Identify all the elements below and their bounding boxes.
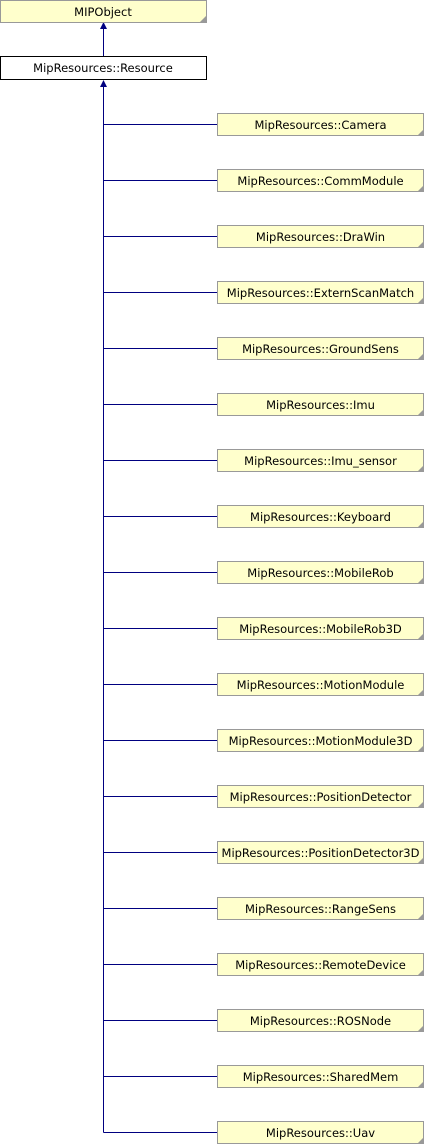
node-remotedevice-label: MipResources::RemoteDevice [235,958,406,972]
node-mipobject-box [0,0,207,23]
inheritance-edges [100,22,218,1133]
node-mobilerob-label: MipResources::MobileRob [247,566,393,580]
node-mobilerob3d-corner [417,633,424,640]
node-uav-corner [417,1137,424,1144]
node-camera-corner [417,129,424,136]
node-uav[interactable]: MipResources::Uav [217,1121,424,1144]
node-mobilerob[interactable]: MipResources::MobileRob [217,561,424,584]
node-motionmodule3d-corner [417,745,424,752]
node-rangesens[interactable]: MipResources::RangeSens [217,897,424,920]
node-uav-label: MipResources::Uav [266,1126,375,1140]
node-commmodule-label: MipResources::CommModule [237,174,403,188]
node-imu-sensor-corner [417,465,424,472]
node-motionmodule-corner [417,689,424,696]
node-externscanmatch-corner [417,297,424,304]
node-sharedmem-corner [417,1081,424,1088]
node-rosnode-corner [417,1025,424,1032]
node-imu[interactable]: MipResources::Imu [217,393,424,416]
node-positiondetector-corner [417,801,424,808]
derived-nodes: MipResources::CameraMipResources::CommMo… [217,113,424,1144]
node-drawin[interactable]: MipResources::DraWin [217,225,424,248]
node-keyboard[interactable]: MipResources::Keyboard [217,505,424,528]
node-imu-sensor[interactable]: MipResources::Imu_sensor [217,449,424,472]
node-groundsens-corner [417,353,424,360]
node-motionmodule3d[interactable]: MipResources::MotionModule3D [217,729,424,752]
node-motionmodule[interactable]: MipResources::MotionModule [217,673,424,696]
node-positiondetector[interactable]: MipResources::PositionDetector [217,785,424,808]
node-imu-corner [417,409,424,416]
node-positiondetector-label: MipResources::PositionDetector [230,790,412,804]
node-mipobject[interactable]: MIPObject [0,0,207,23]
node-remotedevice[interactable]: MipResources::RemoteDevice [217,953,424,976]
node-mobilerob3d-label: MipResources::MobileRob3D [239,622,402,636]
node-externscanmatch[interactable]: MipResources::ExternScanMatch [217,281,424,304]
node-imu-label: MipResources::Imu [266,398,375,412]
node-commmodule-corner [417,185,424,192]
node-imu-sensor-label: MipResources::Imu_sensor [244,454,397,468]
node-mobilerob-corner [417,577,424,584]
node-camera-label: MipResources::Camera [254,118,386,132]
node-mobilerob3d[interactable]: MipResources::MobileRob3D [217,617,424,640]
node-positiondetector3d[interactable]: MipResources::PositionDetector3D [217,841,424,864]
node-keyboard-label: MipResources::Keyboard [250,510,391,524]
node-positiondetector3d-corner [417,857,424,864]
node-drawin-corner [417,241,424,248]
arrowhead-resource [100,80,107,87]
node-motionmodule-label: MipResources::MotionModule [237,678,405,692]
node-keyboard-corner [417,521,424,528]
node-remotedevice-corner [417,969,424,976]
node-rosnode-label: MipResources::ROSNode [250,1014,391,1028]
node-resource-box [0,56,207,80]
node-drawin-label: MipResources::DraWin [256,230,385,244]
arrowhead-mipobject [100,22,107,29]
node-groundsens[interactable]: MipResources::GroundSens [217,337,424,360]
node-positiondetector3d-label: MipResources::PositionDetector3D [222,846,420,860]
node-resource-label: MipResources::Resource [33,61,173,75]
node-mipobject-corner [200,16,206,22]
node-mipobject-label: MIPObject [74,5,132,19]
node-sharedmem[interactable]: MipResources::SharedMem [217,1065,424,1088]
node-externscanmatch-label: MipResources::ExternScanMatch [227,286,414,300]
node-groundsens-label: MipResources::GroundSens [242,342,399,356]
node-rangesens-label: MipResources::RangeSens [245,902,396,916]
node-resource[interactable]: MipResources::Resource [0,56,207,80]
node-commmodule[interactable]: MipResources::CommModule [217,169,424,192]
node-rangesens-corner [417,913,424,920]
node-sharedmem-label: MipResources::SharedMem [243,1070,399,1084]
node-camera[interactable]: MipResources::Camera [217,113,424,136]
node-motionmodule3d-label: MipResources::MotionModule3D [229,734,413,748]
node-rosnode[interactable]: MipResources::ROSNode [217,1009,424,1032]
